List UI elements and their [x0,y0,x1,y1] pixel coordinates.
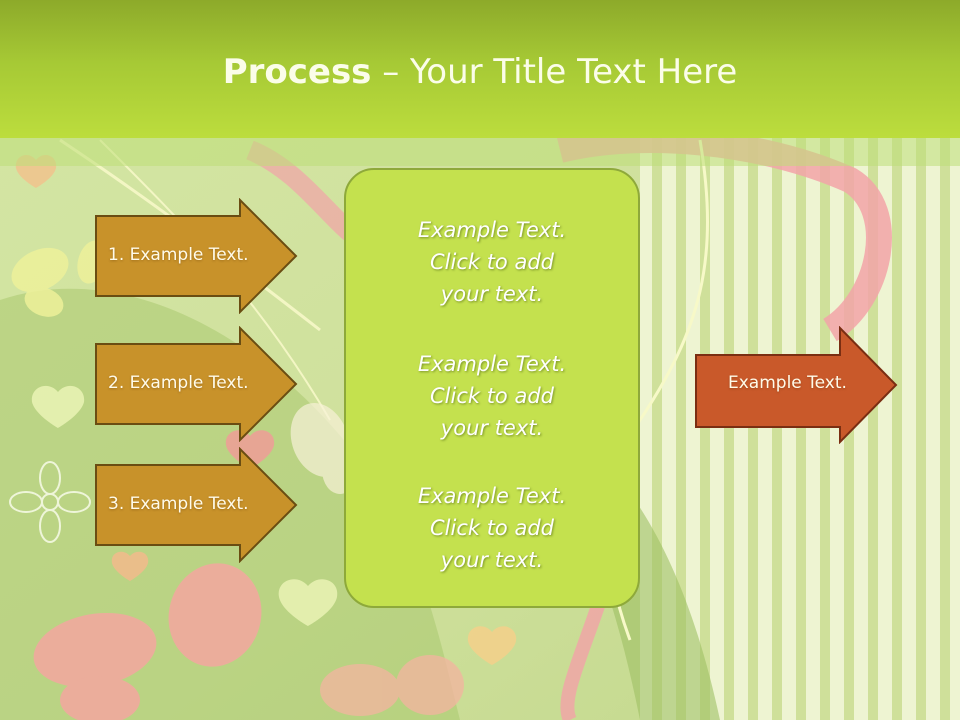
step-arrow-2[interactable] [94,326,300,442]
result-arrow[interactable] [694,326,900,444]
center-text-line: Example Text. [417,218,567,242]
title-bar [0,0,960,138]
title-bold: Process [222,52,372,92]
step-arrow-1[interactable] [94,198,300,314]
step-label-2: 2. Example Text. [108,373,249,393]
step-label-1: 1. Example Text. [108,245,249,265]
title-band [0,138,960,166]
center-text-line: your text. [440,416,544,440]
center-text-line: Example Text. [417,484,567,508]
center-text-line: your text. [440,282,544,306]
center-text-block-2: Example Text. Click to add your text. [346,348,638,444]
center-text-line: Example Text. [417,352,567,376]
result-label: Example Text. [728,373,847,393]
flower-decorations [9,461,91,543]
step-label-3: 3. Example Text. [108,494,249,514]
step-arrow-3[interactable] [94,447,300,563]
center-text-line: Click to add [429,384,554,408]
slide-title[interactable]: Process – Your Title Text Here [0,52,960,92]
center-text-block-3: Example Text. Click to add your text. [346,480,638,576]
center-text-line: your text. [440,548,544,572]
center-text-block-1: Example Text. Click to add your text. [346,214,638,310]
title-rest: – Your Title Text Here [371,52,738,92]
center-text-line: Click to add [429,516,554,540]
center-text-line: Click to add [429,250,554,274]
center-content-box[interactable]: Example Text. Click to add your text. Ex… [344,168,640,608]
